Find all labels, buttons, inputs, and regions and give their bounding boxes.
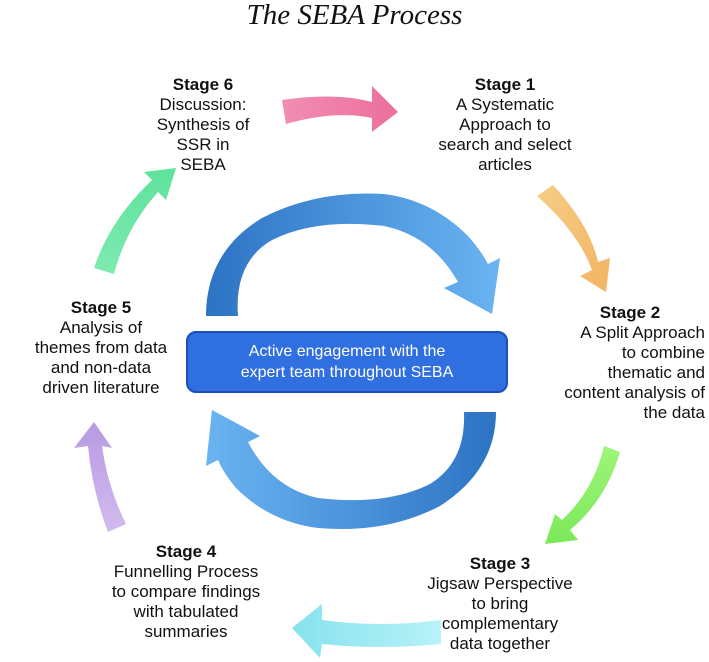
stage-4-label: Stage 4 Funnelling Process to compare fi…: [96, 542, 276, 642]
arrow-stage4-to-stage5: [74, 422, 126, 532]
diagram-title: The SEBA Process: [246, 0, 463, 31]
stage-2-heading: Stage 2: [599, 303, 661, 322]
stage-6-text: Discussion: Synthesis of SSR in SEBA: [156, 95, 250, 174]
stage-1-label: Stage 1 A Systematic Approach to search …: [420, 75, 590, 175]
arrow-stage6-to-stage1: [282, 86, 398, 132]
stage-3-heading: Stage 3: [469, 554, 531, 573]
stage-6-label: Stage 6 Discussion: Synthesis of SSR in …: [128, 75, 278, 175]
stage-4-heading: Stage 4: [155, 542, 217, 561]
stage-5-text: Analysis of themes from data and non-dat…: [34, 318, 168, 397]
stage-4-text: Funnelling Process to compare findings w…: [111, 562, 261, 641]
stage-1-text: A Systematic Approach to search and sele…: [438, 95, 572, 174]
arrow-stage3-to-stage4: [292, 604, 441, 658]
stage-5-label: Stage 5 Analysis of themes from data and…: [16, 298, 186, 398]
stage-2-text: A Split Approach to combine thematic and…: [564, 323, 705, 422]
stage-5-heading: Stage 5: [70, 298, 132, 317]
stage-3-text: Jigsaw Perspective to bring complementar…: [427, 574, 573, 653]
stage-3-label: Stage 3 Jigsaw Perspective to bring comp…: [405, 554, 595, 654]
inner-arrow-bottom: [206, 410, 496, 530]
inner-arrow-top: [206, 193, 500, 316]
stage-1-heading: Stage 1: [474, 75, 536, 94]
stage-6-heading: Stage 6: [172, 75, 234, 94]
center-engagement-box: Active engagement with the expert team t…: [186, 331, 508, 393]
arrow-stage5-to-stage6: [94, 168, 176, 274]
arrow-stage2-to-stage3: [545, 446, 620, 544]
arrow-stage1-to-stage2: [537, 185, 610, 292]
stage-2-label: Stage 2 A Split Approach to combine them…: [525, 303, 705, 423]
